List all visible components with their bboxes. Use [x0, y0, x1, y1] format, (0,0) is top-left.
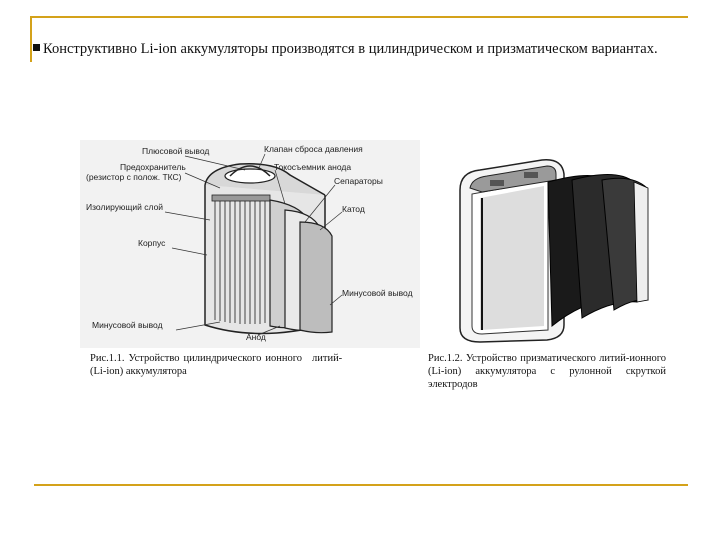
label-separators: Сепараторы [334, 176, 383, 186]
label-minus-terminal: Минусовой вывод [342, 288, 413, 298]
label-anode: Анод [246, 332, 266, 342]
label-case: Корпус [138, 238, 166, 248]
label-fuse-note: (резистор с полож. ТКС) [86, 172, 182, 182]
label-plus-terminal: Плюсовой вывод [142, 146, 209, 156]
slide-heading: Конструктивно Li-ion аккумуляторы произв… [43, 41, 658, 57]
bullet-icon [33, 44, 40, 51]
label-minus-terminal-bottom: Минусовой вывод [92, 320, 163, 330]
label-cathode: Катод [342, 204, 365, 214]
label-pressure-valve: Клапан сброса давления [264, 144, 363, 154]
bottom-rule [34, 484, 688, 486]
label-anode-collector: Токосъемник анода [274, 162, 351, 172]
cylindrical-cell-figure: Плюсовой вывод Предохранитель (резистор … [80, 140, 420, 348]
figure1-caption: Рис.1.1. Устройство цилиндрического ионн… [90, 353, 302, 377]
left-rule [30, 16, 32, 62]
figure1-caption-word: литий- [312, 353, 343, 364]
prismatic-cell-figure [459, 159, 649, 343]
figure2-caption: Рис.1.2. Устройство призматического лити… [428, 353, 666, 390]
label-fuse: Предохранитель [120, 162, 186, 172]
label-insulating-layer: Изолирующий слой [86, 202, 163, 212]
top-rule [30, 16, 688, 18]
